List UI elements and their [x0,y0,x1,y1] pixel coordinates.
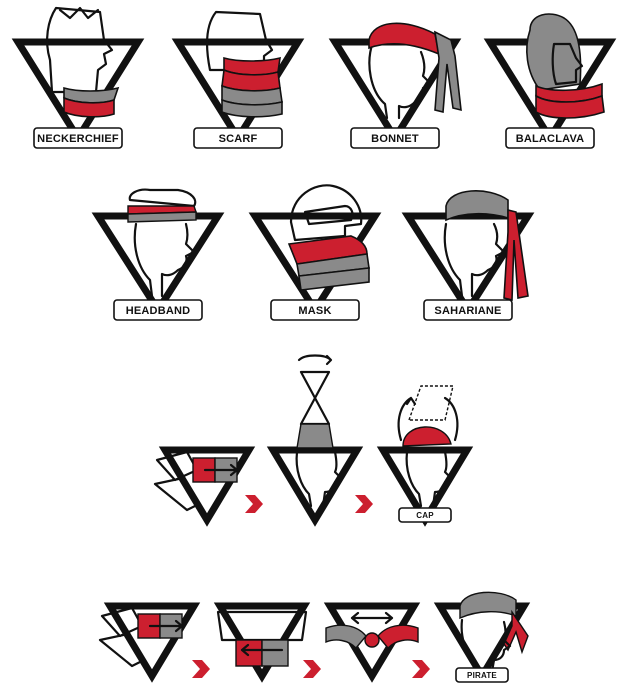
pirate-step-1 [98,602,201,683]
label-headband: HEADBAND [126,305,191,317]
style-balaclava: BALACLAVA [483,13,617,149]
cap-step-1 [153,446,256,527]
style-headband: HEADBAND [91,188,225,321]
label-sahariane: SAHARIANE [434,305,501,317]
cap-step-2 [266,354,364,527]
arrow-chevron-icon [245,495,263,513]
pirate-step-3 [323,602,421,683]
pirate-sequence: PIRATE [98,591,531,683]
label-bonnet: BONNET [371,133,419,145]
arrow-chevron-icon [192,660,210,678]
arrow-chevron-icon [355,495,373,513]
arrow-chevron-icon [412,660,430,678]
style-neckerchief: NECKERCHIEF [11,6,145,149]
style-scarf: SCARF [171,10,305,149]
label-balaclava: BALACLAVA [516,133,585,145]
label-neckerchief: NECKERCHIEF [37,133,119,145]
label-scarf: SCARF [219,133,258,145]
pirate-step-2 [213,602,311,683]
label-mask: MASK [298,305,331,317]
cap-step-3: CAP [376,385,474,527]
style-mask: MASK [248,184,382,321]
cap-sequence: CAP [153,354,474,527]
style-sahariane: SAHARIANE [401,190,535,321]
pirate-step-4: PIRATE [433,591,531,683]
label-pirate: PIRATE [467,671,497,680]
style-bonnet: BONNET [328,22,462,149]
label-cap: CAP [416,511,434,520]
arrow-chevron-icon [303,660,321,678]
